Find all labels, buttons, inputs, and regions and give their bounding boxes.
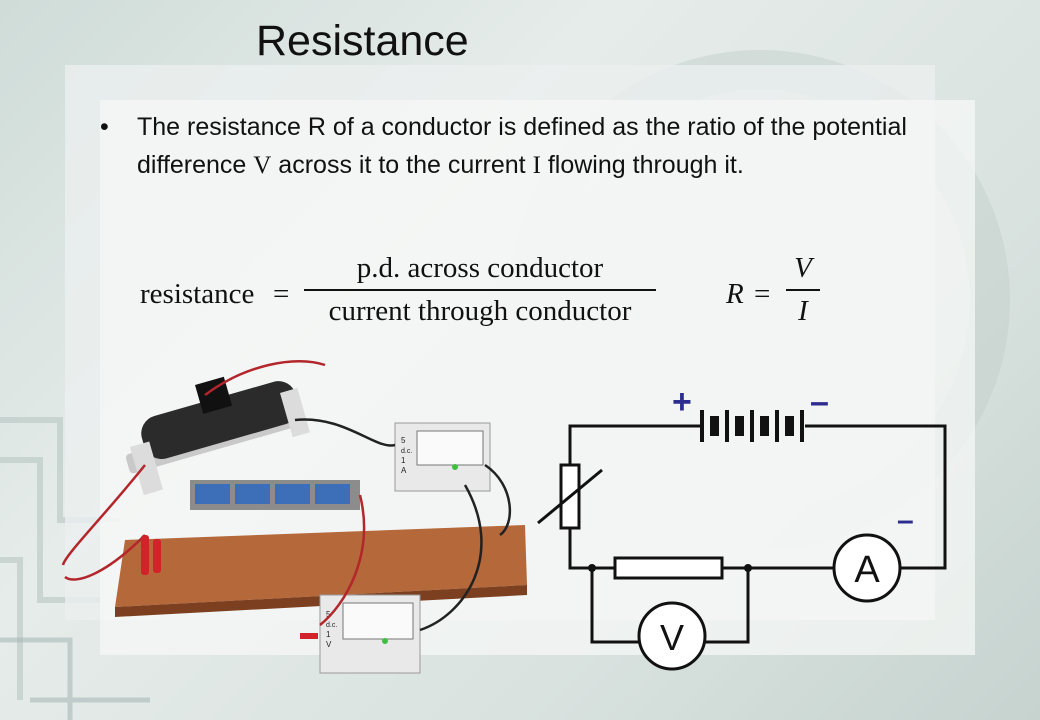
word-equation-fraction: p.d. across conductor current through co… (304, 254, 656, 326)
circuit-trace-decoration (0, 637, 150, 720)
voltmeter-dc: d.c. (326, 622, 337, 629)
symbol-equation-fraction: V I (786, 254, 820, 326)
symbol-equation-equals: = (754, 278, 771, 310)
connecting-leads (61, 360, 512, 632)
variable-resistor-symbol (537, 463, 603, 530)
battery-plus-label: + (672, 383, 692, 421)
bullet-marker: • (100, 113, 109, 141)
symbol-equation-numerator: V (794, 252, 812, 284)
word-equation-lhs: resistance (140, 278, 255, 310)
ammeter-unit: A (401, 466, 407, 475)
ammeter-range: 5 (401, 436, 406, 445)
word-equation: resistance = p.d. across conductor curre… (140, 250, 660, 340)
symbol-v: V (253, 152, 272, 179)
ammeter-minus-label: – (897, 504, 914, 537)
battery-symbol (700, 410, 804, 442)
word-equation-denominator: current through conductor (328, 295, 632, 327)
voltmeter-symbol-label: V (660, 617, 684, 658)
ammeter-symbol: A (832, 533, 902, 603)
battery-minus-label: – (810, 383, 829, 421)
rheostat (125, 376, 310, 496)
voltmeter-range: 5 (326, 610, 331, 619)
word-equation-numerator: p.d. across conductor (356, 252, 604, 284)
definition-text: The resistance R of a conductor is defin… (137, 108, 957, 185)
ammeter-symbol-label: A (854, 549, 880, 591)
definition-text-part: The resistance R of a conductor is defin… (137, 113, 907, 179)
symbol-equation: R = V I (726, 250, 836, 340)
slide-title: Resistance (256, 17, 469, 65)
definition-text-part: across it to the current (271, 151, 533, 179)
wooden-board (115, 525, 527, 607)
ammeter-current: 1 (401, 456, 406, 465)
apparatus-photo: 5 d.c. 1 A 5 d.c. 1 V (61, 360, 527, 674)
ammeter-dc: d.c. (401, 448, 412, 455)
junction-dot (588, 564, 596, 572)
word-equation-equals: = (273, 278, 290, 310)
fraction-bar (304, 289, 656, 291)
voltmeter-instrument: 5 d.c. 1 V (319, 594, 421, 674)
voltmeter-unit: V (326, 640, 332, 649)
junction-dot (744, 564, 752, 572)
battery-holder (190, 480, 360, 510)
ammeter-instrument: 5 d.c. 1 A (394, 422, 491, 492)
symbol-i: I (532, 152, 541, 179)
symbol-equation-denominator: I (798, 295, 808, 327)
voltmeter-current: 1 (326, 630, 331, 639)
definition-text-part: flowing through it. (540, 151, 744, 179)
symbol-equation-lhs: R (726, 278, 744, 310)
circuit-wires (568, 424, 947, 644)
red-clips (141, 535, 318, 639)
fraction-bar (786, 289, 820, 291)
resistor-symbol (613, 556, 724, 580)
circuit-diagram: + – A – V (537, 383, 947, 671)
voltmeter-symbol: V (637, 601, 707, 671)
